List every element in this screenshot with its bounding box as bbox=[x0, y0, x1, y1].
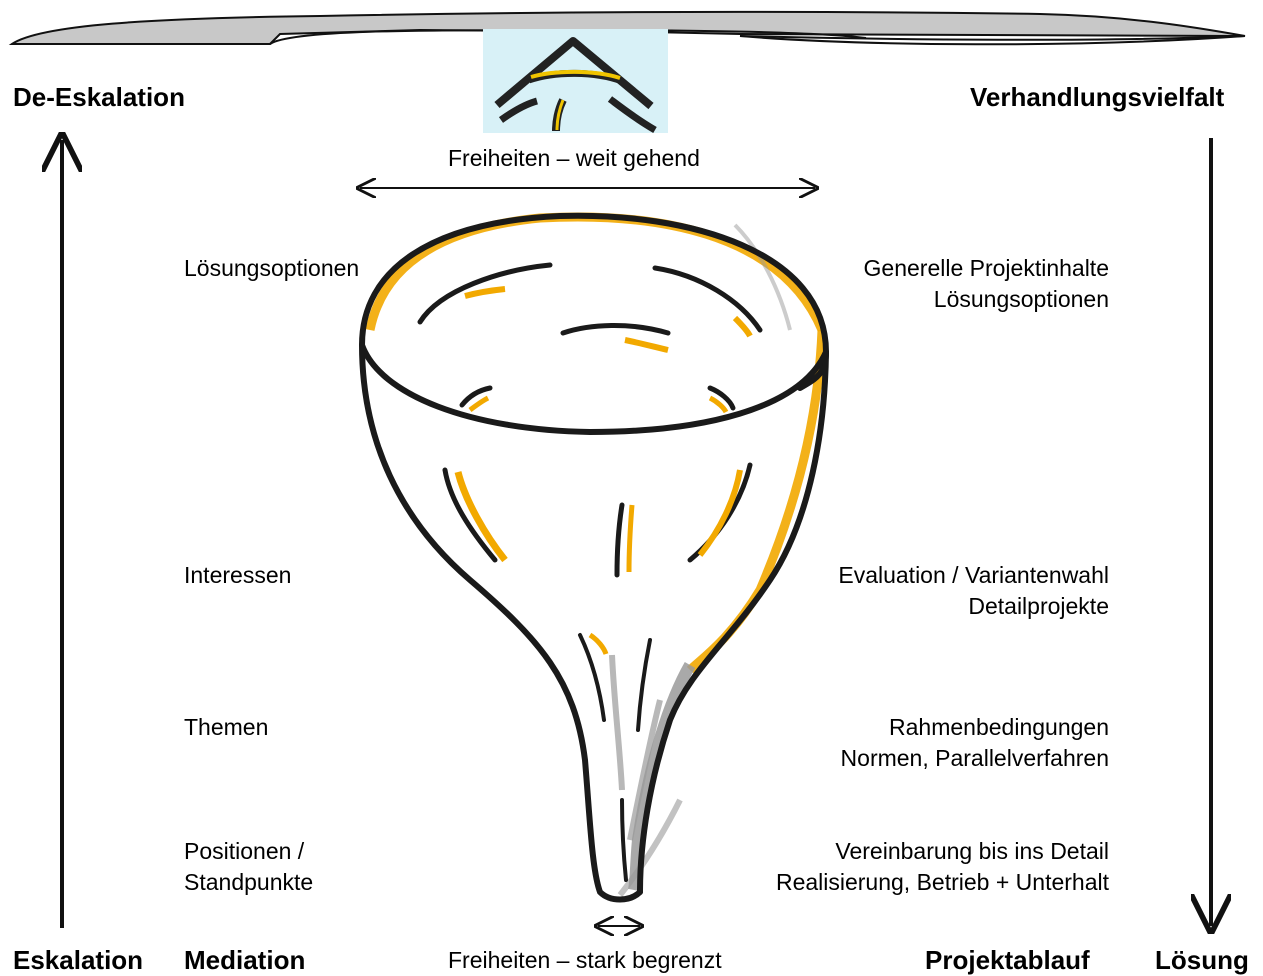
corner-label-de-eskalation: De-Eskalation bbox=[13, 82, 185, 113]
right-level-3-line-1: Rahmenbedingungen bbox=[841, 712, 1109, 743]
logo-triangle-icon bbox=[483, 29, 668, 133]
right-level-3-line-2: Normen, Parallelverfahren bbox=[841, 743, 1109, 774]
right-level-1-line-2: Lösungsoptionen bbox=[864, 284, 1109, 315]
projektablauf-label: Projektablauf bbox=[925, 945, 1090, 976]
right-level-1-line-1: Generelle Projektinhalte bbox=[864, 253, 1109, 284]
left-level-2: Interessen bbox=[184, 560, 291, 591]
corner-label-verhandlungsvielfalt: Verhandlungsvielfalt bbox=[970, 82, 1224, 113]
right-level-4-line-1: Vereinbarung bis ins Detail bbox=[776, 836, 1109, 867]
right-level-4-line-2: Realisierung, Betrieb + Unterhalt bbox=[776, 867, 1109, 898]
left-level-2-line-1: Interessen bbox=[184, 560, 291, 591]
left-level-4-line-1: Positionen / bbox=[184, 836, 313, 867]
right-level-2: Evaluation / Variantenwahl Detailprojekt… bbox=[838, 560, 1109, 622]
funnel-icon bbox=[362, 216, 826, 900]
left-level-1: Lösungsoptionen bbox=[184, 253, 359, 284]
left-level-3-line-1: Themen bbox=[184, 712, 268, 743]
right-level-3: Rahmenbedingungen Normen, Parallelverfah… bbox=[841, 712, 1109, 774]
corner-label-eskalation: Eskalation bbox=[13, 945, 143, 976]
corner-label-loesung: Lösung bbox=[1155, 945, 1249, 976]
left-level-4: Positionen / Standpunkte bbox=[184, 836, 313, 898]
right-level-4: Vereinbarung bis ins Detail Realisierung… bbox=[776, 836, 1109, 898]
left-level-1-line-1: Lösungsoptionen bbox=[184, 253, 359, 284]
mediation-label: Mediation bbox=[184, 945, 305, 976]
left-level-4-line-2: Standpunkte bbox=[184, 867, 313, 898]
right-level-2-line-2: Detailprojekte bbox=[838, 591, 1109, 622]
right-level-2-line-1: Evaluation / Variantenwahl bbox=[838, 560, 1109, 591]
freedom-bottom-label: Freiheiten – stark begrenzt bbox=[448, 945, 722, 976]
right-level-1: Generelle Projektinhalte Lösungsoptionen bbox=[864, 253, 1109, 315]
left-level-3: Themen bbox=[184, 712, 268, 743]
freedom-top-label: Freiheiten – weit gehend bbox=[448, 143, 700, 174]
